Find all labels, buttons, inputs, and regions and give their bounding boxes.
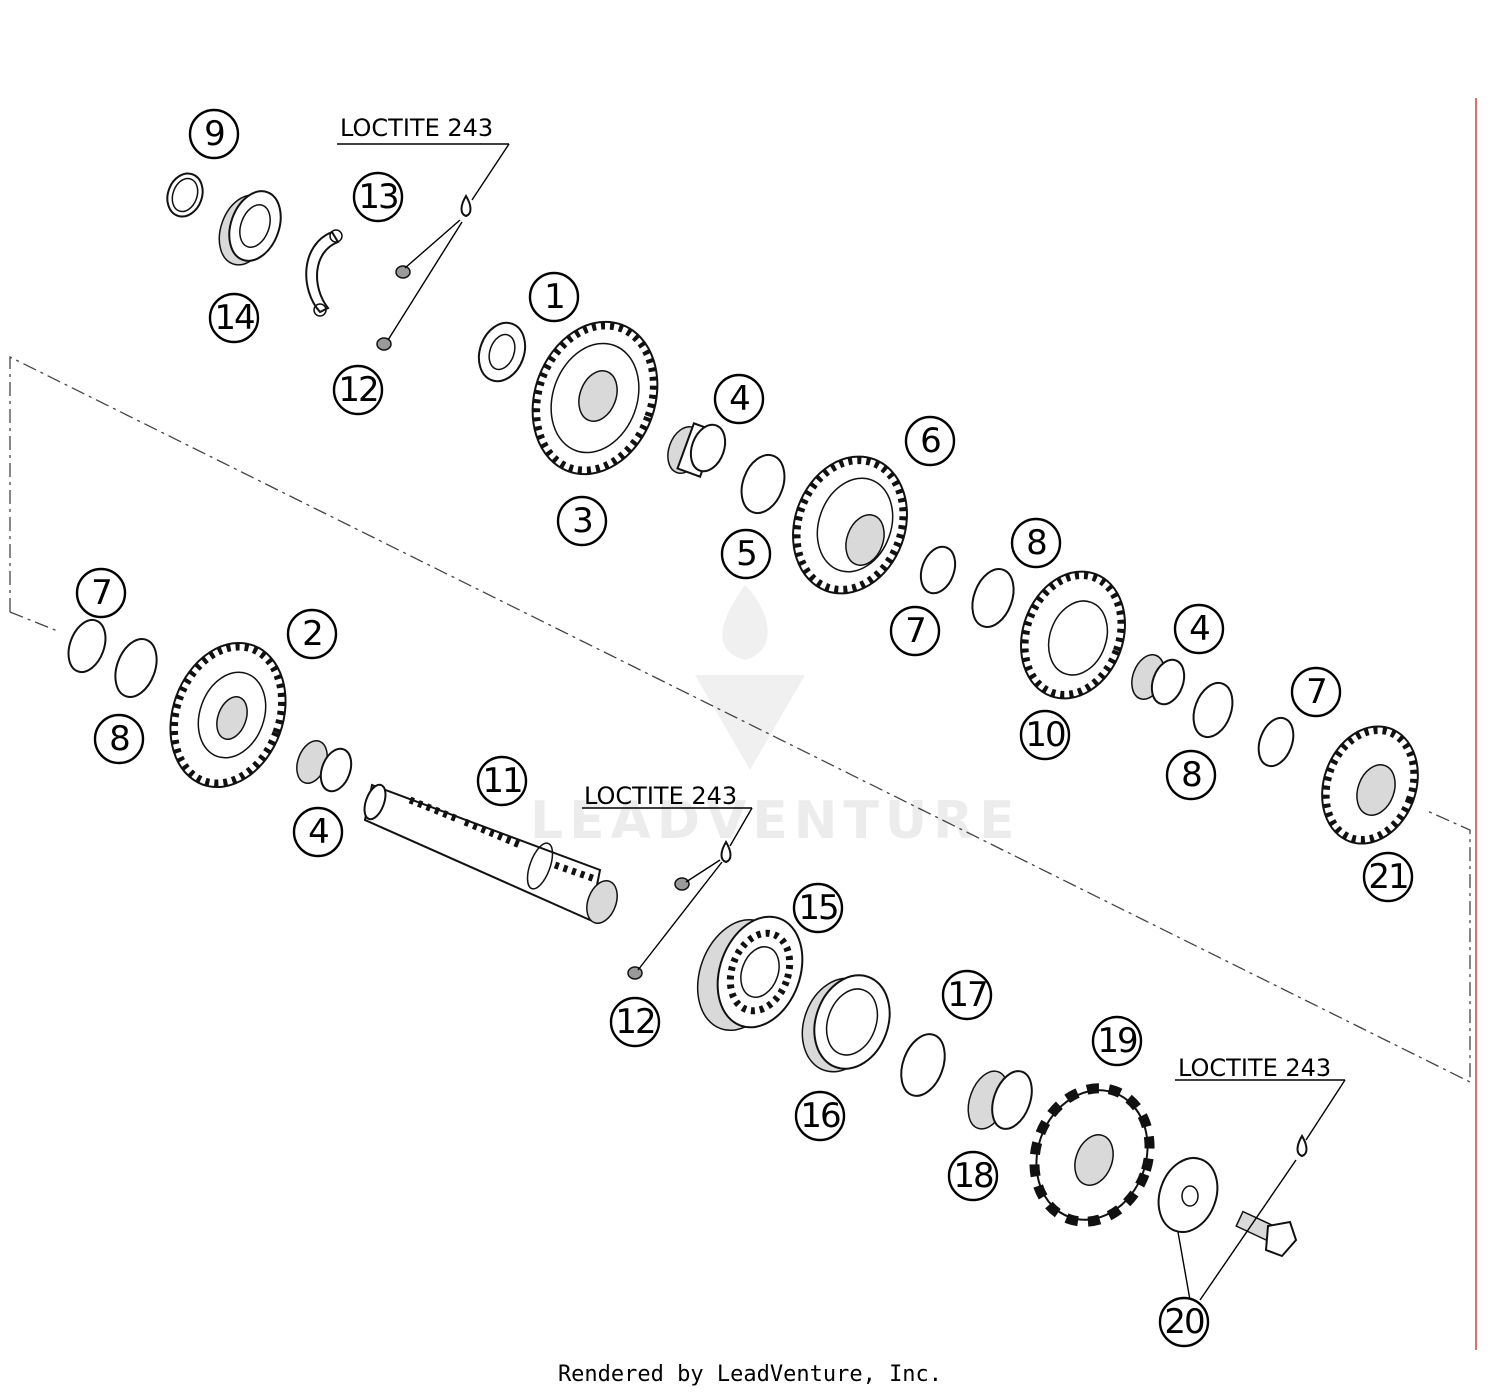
callout-16: 16 bbox=[794, 1090, 846, 1142]
part-circlip-7-upper bbox=[919, 545, 957, 595]
callout-4-left: 4 bbox=[292, 806, 344, 858]
watermark: LEADVENTURE bbox=[530, 585, 1021, 851]
part-washer-1 bbox=[477, 321, 527, 383]
part-thrust-washer-8-left bbox=[114, 638, 158, 698]
part-bushing-4-left bbox=[296, 740, 353, 793]
part-washer-5 bbox=[740, 453, 786, 515]
svg-text:16: 16 bbox=[800, 1096, 840, 1136]
callout-8-upper: 8 bbox=[1010, 517, 1062, 569]
callout-12-mid: 12 bbox=[609, 996, 661, 1048]
svg-text:19: 19 bbox=[1097, 1021, 1137, 1061]
svg-text:11: 11 bbox=[482, 761, 521, 801]
svg-text:20: 20 bbox=[1164, 1302, 1204, 1342]
part-gear-3 bbox=[531, 320, 659, 476]
svg-text:13: 13 bbox=[358, 177, 397, 217]
leader-lines bbox=[337, 143, 1346, 1301]
part-mainshaft-11 bbox=[363, 783, 618, 924]
part-circlip-7-left bbox=[67, 618, 107, 674]
part-retaining-plate-13 bbox=[305, 229, 343, 317]
callout-17: 17 bbox=[941, 969, 993, 1021]
loctite-drop-top bbox=[460, 194, 472, 218]
svg-text:4: 4 bbox=[308, 812, 328, 852]
callout-9: 9 bbox=[188, 108, 240, 160]
assembly-outline bbox=[9, 355, 1471, 1084]
callout-11: 11 bbox=[476, 755, 528, 807]
callout-4-upper: 4 bbox=[713, 373, 765, 425]
callout-7-right: 7 bbox=[1290, 666, 1342, 718]
part-gear-10 bbox=[1020, 570, 1126, 700]
callout-8-left: 8 bbox=[93, 713, 145, 765]
svg-text:7: 7 bbox=[905, 611, 925, 651]
loctite-note-bottom: LOCTITE 243 bbox=[1178, 1054, 1331, 1082]
svg-text:6: 6 bbox=[920, 421, 940, 461]
part-gear-2 bbox=[169, 641, 287, 789]
loctite-drop-bottom bbox=[1296, 1134, 1308, 1158]
part-thrust-washer-8-upper bbox=[971, 568, 1015, 628]
part-o-ring-17 bbox=[900, 1033, 946, 1097]
svg-text:5: 5 bbox=[736, 534, 756, 574]
part-circlip-7-right bbox=[1257, 716, 1295, 768]
loctite-note-top: LOCTITE 243 bbox=[340, 114, 493, 142]
callout-13: 13 bbox=[352, 171, 404, 223]
svg-text:12: 12 bbox=[615, 1002, 654, 1042]
part-seal-16 bbox=[801, 974, 891, 1073]
part-bushing-4-right bbox=[1131, 654, 1186, 706]
callout-21: 21 bbox=[1362, 851, 1414, 903]
part-screw-12-top bbox=[376, 265, 411, 351]
callout-19: 19 bbox=[1091, 1015, 1143, 1067]
part-thrust-washer-8-right bbox=[1192, 681, 1234, 739]
svg-text:10: 10 bbox=[1025, 715, 1065, 755]
part-bolt bbox=[1235, 1210, 1298, 1258]
callout-3: 3 bbox=[556, 495, 608, 547]
svg-text:21: 21 bbox=[1368, 857, 1407, 897]
part-gear-6 bbox=[792, 455, 908, 595]
loctite-drop-mid bbox=[720, 840, 732, 864]
callout-14: 14 bbox=[208, 292, 260, 344]
svg-text:18: 18 bbox=[953, 1156, 993, 1196]
callout-15: 15 bbox=[792, 882, 844, 934]
part-sprocket-19 bbox=[1029, 1083, 1155, 1227]
part-spacer-18 bbox=[967, 1070, 1033, 1130]
part-circlip-9 bbox=[166, 172, 204, 218]
callout-18: 18 bbox=[947, 1150, 999, 1202]
part-bearing-14 bbox=[218, 190, 282, 266]
svg-text:8: 8 bbox=[1181, 755, 1201, 795]
footer-credit: Rendered by LeadVenture, Inc. bbox=[557, 1362, 943, 1387]
callout-7-upper: 7 bbox=[889, 605, 941, 657]
part-gear-21 bbox=[1321, 725, 1419, 845]
svg-text:2: 2 bbox=[302, 614, 322, 654]
svg-text:12: 12 bbox=[338, 370, 377, 410]
callout-6: 6 bbox=[904, 415, 956, 467]
svg-text:1: 1 bbox=[544, 277, 564, 317]
callout-20: 20 bbox=[1158, 1296, 1210, 1348]
svg-text:17: 17 bbox=[947, 975, 986, 1015]
svg-text:9: 9 bbox=[204, 114, 224, 154]
watermark-text: LEADVENTURE bbox=[530, 791, 1021, 851]
callout-7-left: 7 bbox=[75, 567, 127, 619]
part-washer-20 bbox=[1157, 1157, 1219, 1233]
svg-text:4: 4 bbox=[1189, 609, 1209, 649]
callout-1: 1 bbox=[528, 271, 580, 323]
callout-8-right: 8 bbox=[1165, 749, 1217, 801]
svg-text:7: 7 bbox=[1306, 672, 1326, 712]
part-bushing-4-upper bbox=[667, 422, 727, 478]
svg-text:8: 8 bbox=[109, 719, 129, 759]
callout-12-top: 12 bbox=[332, 364, 384, 416]
svg-text:7: 7 bbox=[91, 573, 111, 613]
svg-text:4: 4 bbox=[729, 379, 749, 419]
callout-2: 2 bbox=[286, 608, 338, 660]
svg-text:15: 15 bbox=[798, 888, 837, 928]
callout-4-right: 4 bbox=[1173, 603, 1225, 655]
callout-5: 5 bbox=[720, 528, 772, 580]
svg-text:14: 14 bbox=[214, 298, 254, 338]
part-screw-12-mid bbox=[627, 877, 690, 980]
loctite-note-mid: LOCTITE 243 bbox=[584, 782, 737, 810]
callout-10: 10 bbox=[1019, 709, 1071, 761]
svg-text:3: 3 bbox=[572, 501, 592, 541]
part-bearing-15 bbox=[696, 915, 804, 1032]
svg-text:8: 8 bbox=[1026, 523, 1046, 563]
